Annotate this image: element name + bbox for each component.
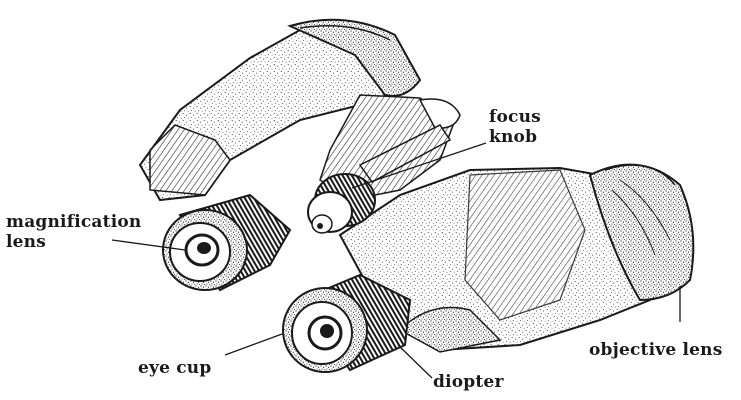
leader-eye-cup bbox=[225, 334, 282, 355]
focus-knob-label-line2: knob bbox=[489, 127, 541, 147]
diopter-label: diopter bbox=[433, 372, 504, 392]
left-eyepiece bbox=[163, 195, 290, 290]
leader-diopter bbox=[398, 345, 432, 378]
magnification-lens-label-line1: magnification bbox=[6, 212, 141, 232]
focus-knob-label: focus knob bbox=[489, 107, 541, 147]
magnification-lens-label-line2: lens bbox=[6, 232, 141, 252]
eye-cup-label: eye cup bbox=[138, 358, 211, 378]
magnification-lens-label: magnification lens bbox=[6, 212, 141, 252]
objective-lens-label: objective lens bbox=[589, 340, 722, 360]
focus-knob-label-line1: focus bbox=[489, 107, 541, 127]
right-eyepiece bbox=[283, 275, 410, 372]
